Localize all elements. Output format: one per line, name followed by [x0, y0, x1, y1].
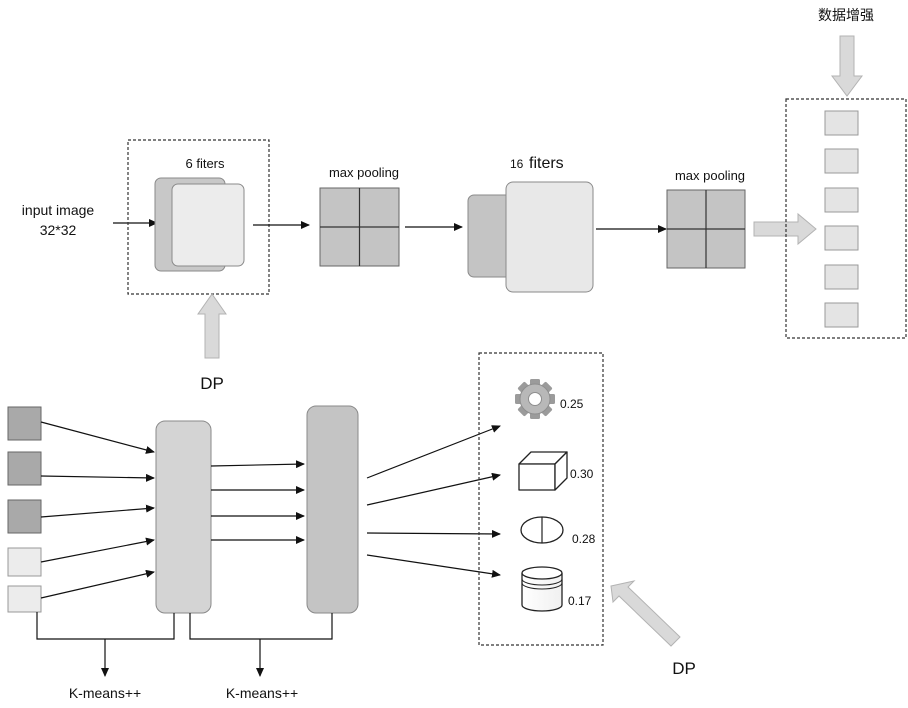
- augment-cell: [825, 111, 858, 135]
- conv2-label-number: 16: [510, 157, 524, 171]
- layer2-to-output-arrows: [367, 426, 500, 575]
- layer1-to-layer2-arrows: [211, 464, 304, 540]
- kmeans-right-label: K-means++: [226, 685, 298, 701]
- input-label-line1: input image: [22, 202, 95, 218]
- input-node: [8, 407, 41, 440]
- output-value-ellipse: 0.28: [572, 532, 596, 546]
- kmeans-left-label: K-means++: [69, 685, 141, 701]
- pool2-grid: [667, 190, 745, 268]
- input-to-layer1-arrows: [41, 422, 154, 598]
- arrow-pool2-to-augment: [754, 214, 816, 244]
- gear-icon: [515, 379, 555, 419]
- input-node: [8, 452, 41, 485]
- hidden-layer-2: [307, 406, 358, 613]
- ellipse-icon: [521, 517, 563, 543]
- dp-top-label: DP: [200, 374, 224, 393]
- kmeans-right-connector: [190, 613, 332, 639]
- augment-vector: [825, 111, 858, 327]
- pool1-label: max pooling: [329, 165, 399, 180]
- hidden-layer-1: [156, 421, 211, 613]
- input-node: [8, 548, 41, 576]
- cube-icon: [519, 452, 567, 490]
- augment-cell: [825, 226, 858, 250]
- augment-cell: [825, 303, 858, 327]
- augment-cell: [825, 188, 858, 212]
- conv2-feature-map-front: [506, 182, 593, 292]
- augment-cell: [825, 149, 858, 173]
- output-value-gear: 0.25: [560, 397, 584, 411]
- conv1-label: 6 fiters: [185, 156, 225, 171]
- augment-label: 数据增强: [818, 7, 874, 23]
- conv1-feature-map-front: [172, 184, 244, 266]
- input-node: [8, 586, 41, 612]
- pool2-label: max pooling: [675, 168, 745, 183]
- dp-bottom-arrow: [611, 581, 680, 646]
- kmeans-left-connector: [37, 612, 174, 639]
- augment-down-arrow: [832, 36, 862, 96]
- output-value-cylinder: 0.17: [568, 594, 592, 608]
- augment-cell: [825, 265, 858, 289]
- pool1-grid: [320, 188, 399, 266]
- input-node: [8, 500, 41, 533]
- conv2-label-word: fiters: [529, 155, 564, 172]
- dp-top-arrow: [198, 294, 226, 358]
- input-label-line2: 32*32: [40, 222, 77, 238]
- input-nodes: [8, 407, 41, 612]
- output-value-cube: 0.30: [570, 467, 594, 481]
- cylinder-icon: [522, 567, 562, 611]
- dp-bottom-label: DP: [672, 659, 696, 678]
